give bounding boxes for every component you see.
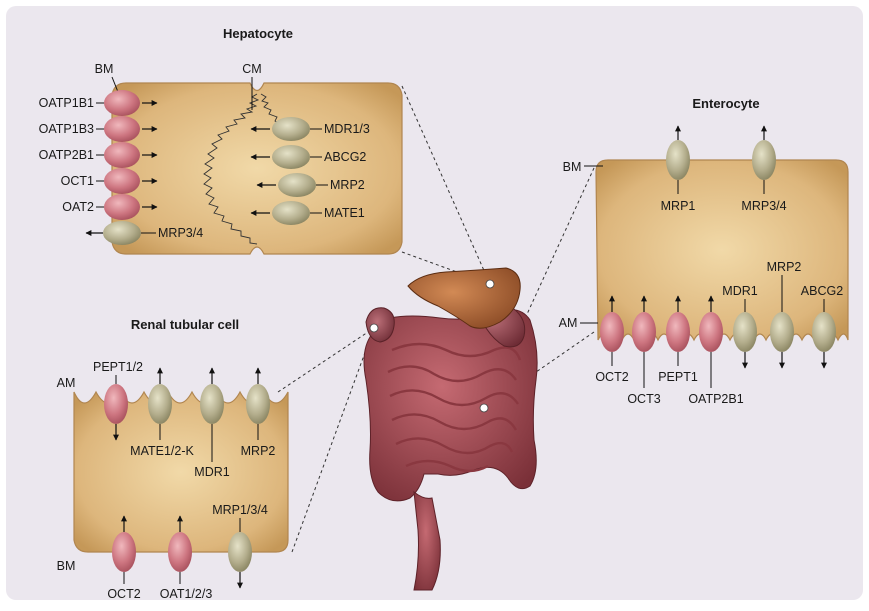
- hep-label-oat2: OAT2: [62, 200, 94, 214]
- hep-transporter-mate1: [272, 201, 310, 225]
- renal-bm-label: BM: [57, 559, 76, 573]
- hepatocyte-title: Hepatocyte: [223, 26, 293, 41]
- ren-label-oct2: OCT2: [107, 587, 140, 601]
- hep-transporter-oatp2b1: [104, 142, 140, 168]
- ent-label-pept1: PEPT1: [658, 370, 698, 384]
- enterocyte-title: Enterocyte: [692, 96, 759, 111]
- hep-transporter-oatp1b1: [104, 90, 140, 116]
- ren-transporter-oct2: [112, 532, 136, 572]
- renal-am-label: AM: [57, 376, 76, 390]
- ren-transporter-pept12: [104, 384, 128, 424]
- hep-label-mrp2: MRP2: [330, 178, 365, 192]
- enterocyte-cell: [596, 160, 848, 340]
- ent-transporter-mrp2: [770, 312, 794, 352]
- ent-transporter-abcg2: [812, 312, 836, 352]
- ent-transporter-oatp2b1: [699, 312, 723, 352]
- hep-transporter-oat2: [104, 194, 140, 220]
- ent-transporter-mdr1: [733, 312, 757, 352]
- ren-transporter-mdr1: [200, 384, 224, 424]
- hep-transporter-mdr13: [272, 117, 310, 141]
- ent-transporter-mrp1: [666, 140, 690, 180]
- hep-label-oatp2b1: OATP2B1: [39, 148, 94, 162]
- ren-label-mrp134: MRP1/3/4: [212, 503, 268, 517]
- hepatocyte-cell: [112, 83, 402, 254]
- renal-title: Renal tubular cell: [131, 317, 239, 332]
- ent-label-mdr1: MDR1: [722, 284, 757, 298]
- ent-label-mrp1: MRP1: [661, 199, 696, 213]
- ren-transporter-oat123: [168, 532, 192, 572]
- hep-transporter-mrp34: [103, 221, 141, 245]
- ren-label-pept12: PEPT1/2: [93, 360, 143, 374]
- ent-label-mrp34: MRP3/4: [741, 199, 786, 213]
- ren-label-oat123: OAT1/2/3: [160, 587, 213, 601]
- hep-label-abcg2: ABCG2: [324, 150, 366, 164]
- hepatocyte-cm-label: CM: [242, 62, 261, 76]
- intestine-locator-dot: [480, 404, 488, 412]
- hep-label-mdr13: MDR1/3: [324, 122, 370, 136]
- ren-transporter-mrp134: [228, 532, 252, 572]
- hep-label-oct1: OCT1: [61, 174, 94, 188]
- hepatocyte-bm-label: BM: [95, 62, 114, 76]
- ren-transporter-mate12k: [148, 384, 172, 424]
- hep-label-mate1: MATE1: [324, 206, 365, 220]
- ent-transporter-oct2: [600, 312, 624, 352]
- ent-label-abcg2: ABCG2: [801, 284, 843, 298]
- ent-transporter-mrp34: [752, 140, 776, 180]
- ent-label-oatp2b1: OATP2B1: [688, 392, 743, 406]
- enterocyte-bm-label: BM: [563, 160, 582, 174]
- enterocyte-am-label: AM: [559, 316, 578, 330]
- hep-transporter-mrp2: [278, 173, 316, 197]
- hep-transporter-oatp1b3: [104, 116, 140, 142]
- ren-transporter-mrp2: [246, 384, 270, 424]
- ent-label-oct3: OCT3: [627, 392, 660, 406]
- hep-label-oatp1b1: OATP1B1: [39, 96, 94, 110]
- ent-label-mrp2: MRP2: [767, 260, 802, 274]
- hep-transporter-abcg2: [272, 145, 310, 169]
- ren-label-mrp2: MRP2: [241, 444, 276, 458]
- ren-label-mdr1: MDR1: [194, 465, 229, 479]
- hep-label-oatp1b3: OATP1B3: [39, 122, 94, 136]
- hep-transporter-oct1: [104, 168, 140, 194]
- hep-label-mrp34: MRP3/4: [158, 226, 203, 240]
- ent-transporter-oct3: [632, 312, 656, 352]
- ren-label-mate12k: MATE1/2-K: [130, 444, 194, 458]
- ent-transporter-pept1: [666, 312, 690, 352]
- ent-label-oct2: OCT2: [595, 370, 628, 384]
- liver-locator-dot: [486, 280, 494, 288]
- kidney-locator-dot: [370, 324, 378, 332]
